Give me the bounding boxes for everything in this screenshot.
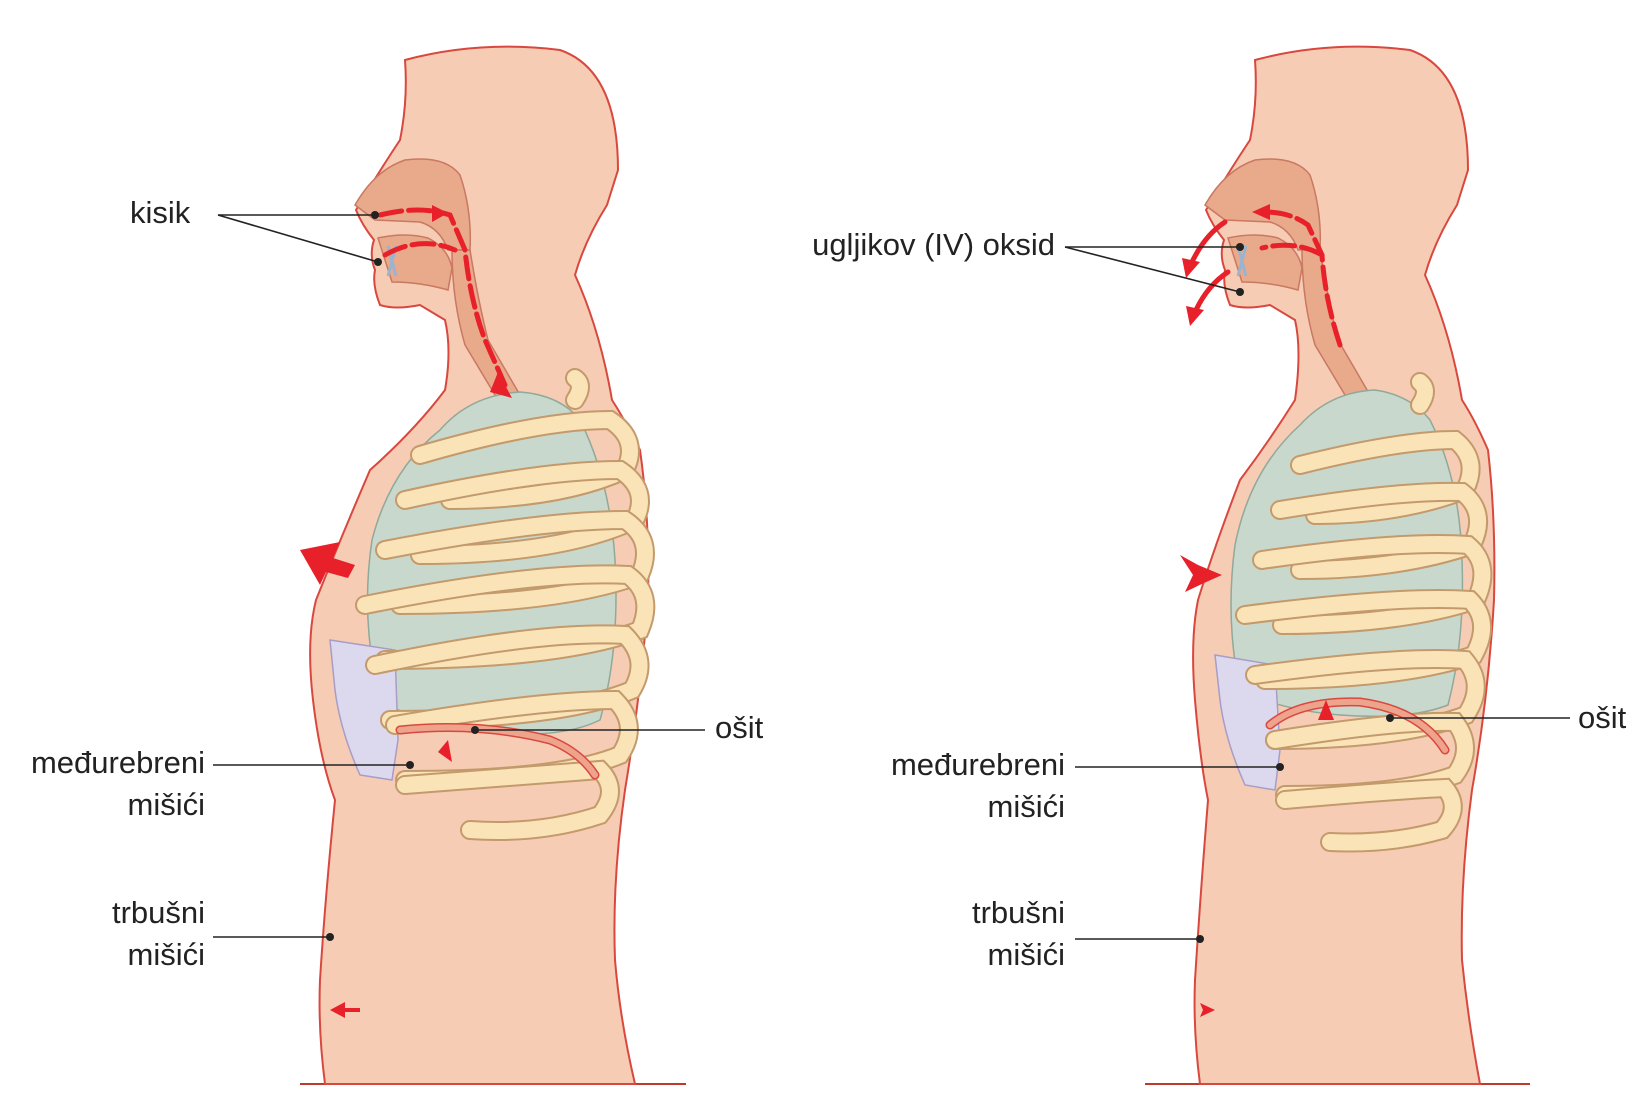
diaphragm-down-arrow-icon (438, 740, 452, 762)
rib-cage (1235, 372, 1493, 853)
abdominal-label-line2: mišići (128, 937, 206, 972)
costal-cartilage (329, 639, 399, 781)
rib (1272, 483, 1486, 578)
airflow-path (1259, 242, 1325, 258)
rib (1237, 591, 1491, 688)
exhale-nose-arrow-icon (1182, 258, 1200, 278)
diaphragm-label: ošit (1578, 700, 1627, 735)
airflow-path (377, 207, 508, 388)
leader-dot (1236, 288, 1244, 296)
diaphragm-inner (1267, 698, 1448, 753)
exhalation-panel: ugljikov (IV) oksid ošit međurebreni miš… (812, 45, 1627, 1085)
leader-dot (374, 258, 382, 266)
leader-dot (1236, 243, 1244, 251)
abdomen-arrow-icon (1200, 1003, 1215, 1017)
leader-dot (471, 726, 479, 734)
arrow-left-icon (1252, 204, 1270, 220)
exhale-nose-path (1189, 219, 1228, 265)
rib-cage (355, 368, 656, 841)
intercostal-label-line1: međurebreni (31, 745, 205, 780)
abdominal-label-line1: trbušni (972, 895, 1065, 930)
chest-in-arrow-icon (1180, 555, 1222, 592)
rib (397, 461, 648, 563)
abdomen-arrow-icon (330, 1002, 360, 1018)
leader-dot (1386, 714, 1394, 722)
intercostal-label-line2: mišići (128, 787, 206, 822)
diaphragm-inner (397, 724, 598, 778)
rib (397, 761, 618, 839)
abdominal-label-line2: mišići (988, 937, 1066, 972)
rib (357, 566, 654, 668)
leader-dot (326, 933, 334, 941)
nasal-cavity (1204, 158, 1322, 251)
intercostal-label-line2: mišići (988, 789, 1066, 824)
rib (567, 370, 588, 408)
carbon-dioxide-label: ugljikov (IV) oksid (812, 227, 1055, 262)
diaphragm-up-arrow-icon (1318, 700, 1334, 720)
arrow-right-icon (432, 205, 448, 222)
airflow-path (382, 241, 458, 258)
rib (412, 411, 638, 508)
rib (377, 511, 653, 613)
inhalation-panel: kisik ošit međurebreni mišići trbušni mi… (31, 45, 764, 1085)
oxygen-label: kisik (130, 195, 191, 230)
leader-dot (1196, 935, 1204, 943)
leader-line (217, 214, 379, 263)
leader-dot (406, 761, 414, 769)
leader-line (1064, 246, 1241, 293)
arrow-down-icon (490, 372, 512, 398)
rib (1277, 779, 1461, 851)
chest-out-arrow-icon (300, 542, 355, 585)
leader-dot (371, 211, 379, 219)
intercostal-label-line1: međurebreni (891, 747, 1065, 782)
teeth-icon (1236, 245, 1248, 277)
nasal-cavity (354, 158, 472, 251)
leader-dot (1276, 763, 1284, 771)
diaphragm-label: ošit (715, 710, 764, 745)
exhale-mouth-path (1193, 269, 1231, 313)
rib (1292, 431, 1479, 523)
abdominal-label-line1: trbušni (112, 895, 205, 930)
rib (1254, 536, 1491, 633)
rib (1412, 374, 1433, 413)
exhale-mouth-arrow-icon (1186, 306, 1204, 326)
